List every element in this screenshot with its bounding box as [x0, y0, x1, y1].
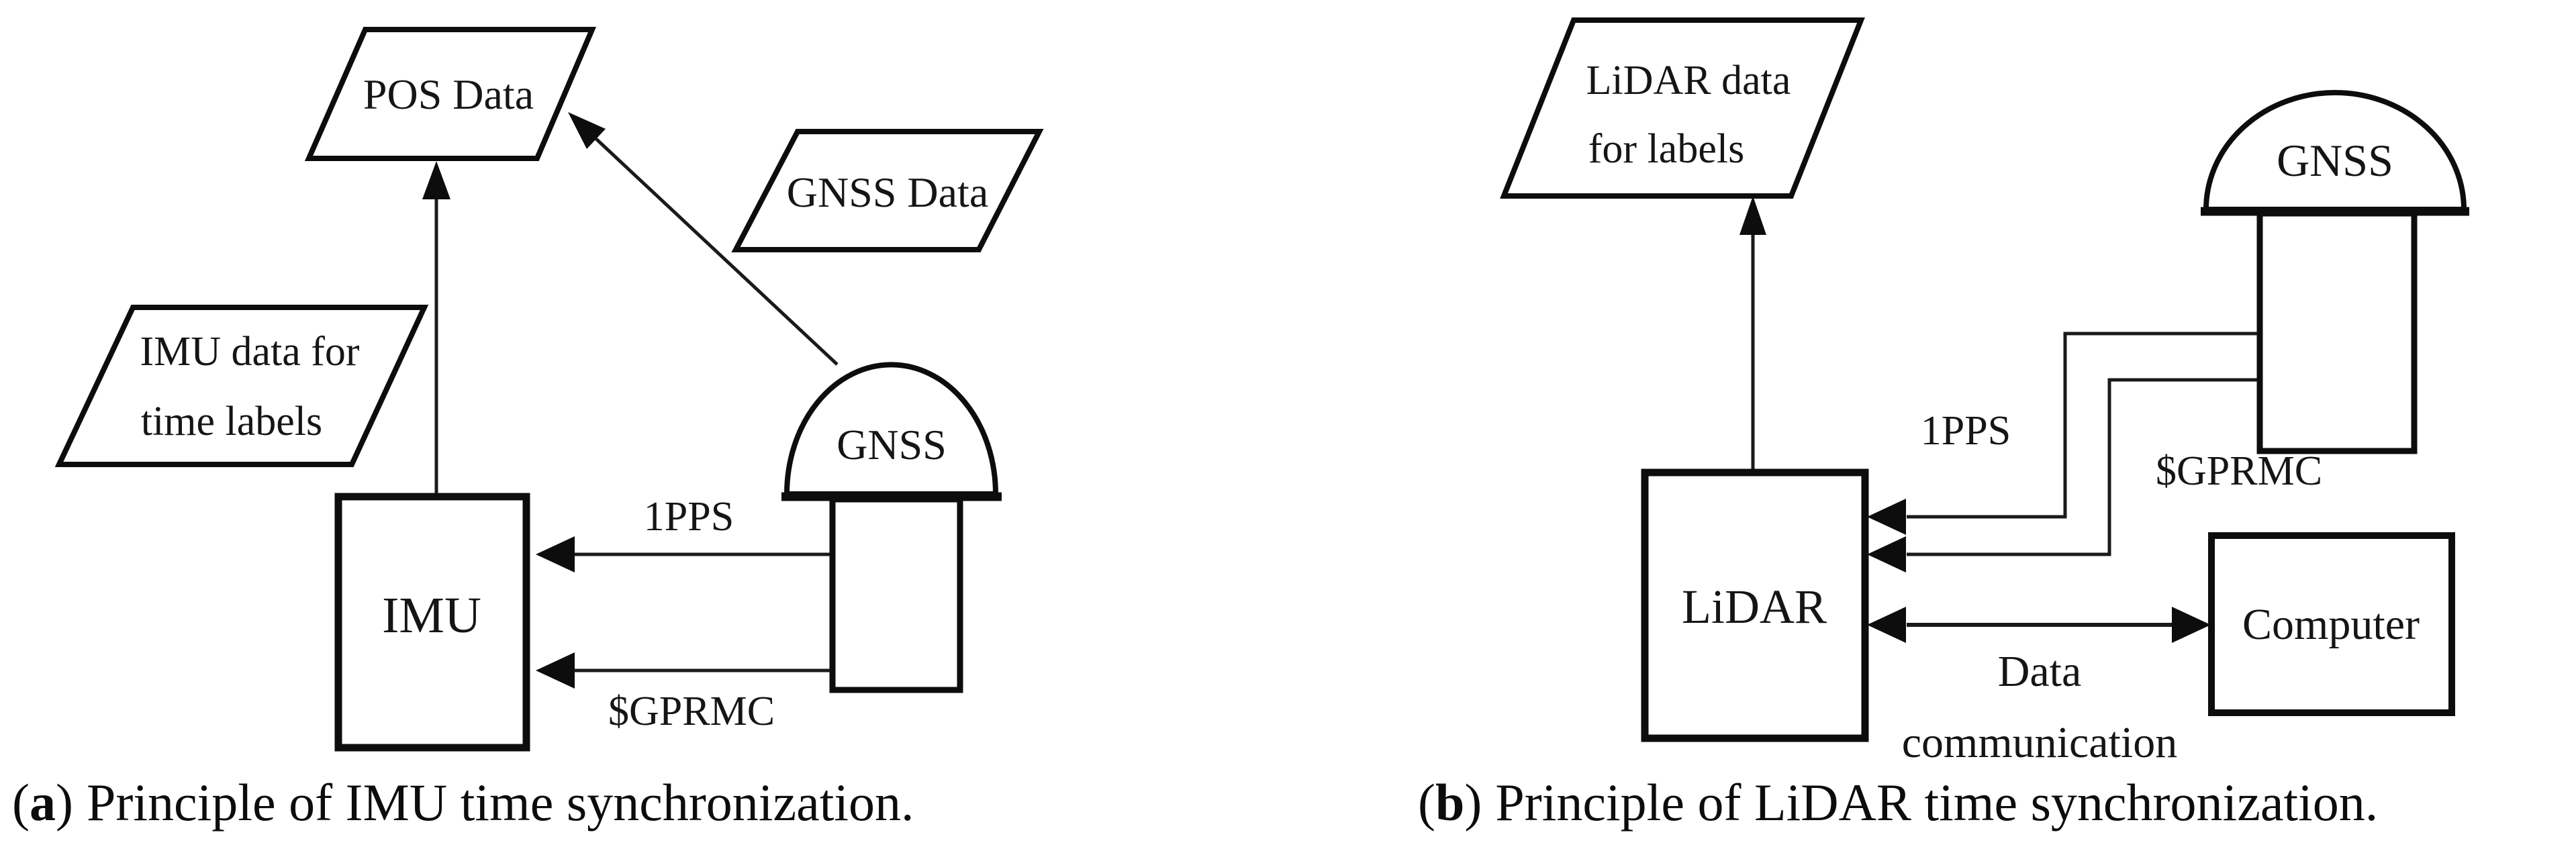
gnss-data-parallelogram: [731, 129, 1044, 252]
caption-b-close: ): [1464, 773, 1482, 832]
caption-a-close: ): [56, 773, 73, 832]
caption-b-open: (: [1418, 773, 1435, 832]
left-arrowhead-icon: [536, 536, 575, 572]
left-arrowhead-icon: [1867, 607, 1906, 643]
lidar-data-label-line2: for labels: [1588, 126, 1744, 172]
diagonal-arrowhead-icon: [568, 112, 606, 149]
imu-label: IMU: [382, 587, 481, 644]
imu-data-parallelogram: [54, 305, 429, 467]
gnss-antenna-label-a: GNSS: [837, 421, 947, 468]
gprmc-routed-line-b: [1907, 378, 2260, 556]
subfigure-b: 1PPS $GPRMC Data communication LiDAR dat…: [1418, 17, 2469, 832]
gnss-antenna-dome-a: [783, 362, 999, 497]
gnss-antenna-dome-b: [2203, 90, 2467, 212]
pos-data-parallelogram: [304, 27, 597, 161]
subfigure-a: 1PPS $GPRMC POS Data GNSS Data IMU data …: [12, 27, 1044, 832]
imu-data-label-line2: time labels: [141, 399, 322, 444]
pps-label-b: 1PPS: [1921, 408, 2011, 454]
left-arrowhead-icon: [1867, 536, 1906, 572]
up-arrowhead-icon: [422, 161, 450, 199]
lidar-data-label-line1: LiDAR data: [1586, 58, 1791, 103]
gnss-antenna-stem-b: [2256, 210, 2418, 454]
gnss-to-posdata-arrow-line: [595, 138, 839, 366]
caption-a-text: Principle of IMU time synchronization.: [87, 773, 914, 832]
left-arrowhead-icon: [1867, 499, 1906, 535]
caption-a: (a)Principle of IMU time synchronization…: [12, 773, 914, 832]
right-arrowhead-icon: [2172, 607, 2211, 643]
computer-label: Computer: [2242, 600, 2420, 649]
caption-b-letter: b: [1435, 773, 1464, 832]
gprmc-label-a: $GPRMC: [608, 689, 775, 734]
data-comm-label-line2: communication: [1902, 718, 2178, 767]
gnss-data-label: GNSS Data: [787, 168, 988, 216]
pps-routed-line-b: [1907, 332, 2260, 519]
computer-box: [2208, 532, 2455, 716]
gnss-antenna-stem-a: [829, 496, 963, 693]
caption-a-open: (: [12, 773, 30, 832]
imu-box: [334, 493, 530, 752]
pps-label-a: 1PPS: [644, 494, 734, 540]
caption-a-letter: a: [30, 773, 56, 832]
caption-b: (b)Principle of LiDAR time synchronizati…: [1418, 773, 2378, 832]
lidar-box: [1641, 468, 1869, 742]
left-arrowhead-icon: [536, 652, 575, 689]
up-arrowhead-icon: [1739, 196, 1766, 235]
pos-data-label: POS Data: [363, 70, 534, 118]
data-comm-label-line1: Data: [1998, 647, 2082, 696]
gprmc-label-b: $GPRMC: [2156, 448, 2322, 494]
caption-b-text: Principle of LiDAR time synchronization.: [1495, 773, 2378, 832]
lidar-data-parallelogram: [1500, 17, 1865, 199]
gnss-antenna-label-b: GNSS: [2277, 135, 2393, 186]
imu-data-label-line1: IMU data for: [140, 329, 359, 374]
lidar-label: LiDAR: [1682, 580, 1827, 634]
